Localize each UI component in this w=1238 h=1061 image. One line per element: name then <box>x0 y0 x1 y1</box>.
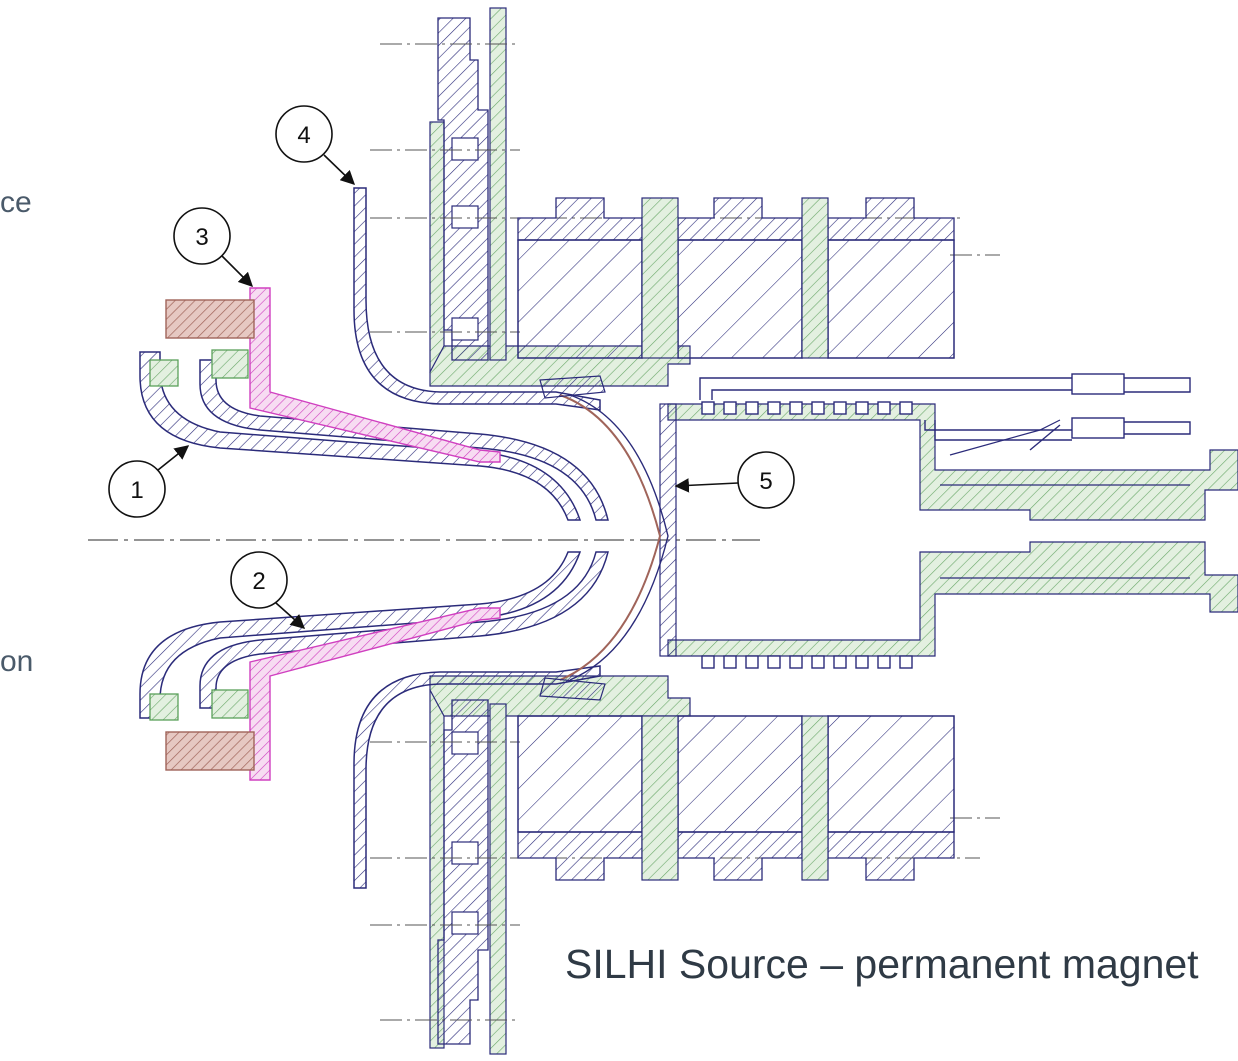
callout-1: 1 <box>108 445 190 518</box>
callout-5-label: 5 <box>759 468 772 495</box>
callout-5: 5 <box>674 451 795 509</box>
rf-coil-windings-top <box>701 401 913 415</box>
callout-3-label: 3 <box>195 224 208 251</box>
mounting-blocks <box>149 299 255 771</box>
callout-2-label: 2 <box>252 568 265 595</box>
magnet-blocks-bottom <box>517 715 955 881</box>
extraction-electrode-2 <box>199 359 609 709</box>
plasma-chamber <box>659 403 1238 657</box>
left-edge-text-bottom: on <box>0 645 34 678</box>
callout-3: 3 <box>173 207 254 288</box>
callout-2: 2 <box>230 551 306 629</box>
cooling-tubes <box>699 373 1191 456</box>
left-edge-text-top: ce <box>0 186 32 219</box>
callout-1-label: 1 <box>130 477 143 504</box>
magnet-blocks-top <box>517 197 955 359</box>
rf-coil-windings-bottom <box>701 655 913 669</box>
callout-4: 4 <box>275 105 356 186</box>
intermediate-electrode <box>539 375 669 701</box>
outer-flange <box>437 17 489 1045</box>
callout-4-label: 4 <box>297 122 310 149</box>
plasma-electrode <box>353 187 601 889</box>
figure-caption: SILHI Source – permanent magnet <box>565 941 1199 987</box>
extraction-electrode-1 <box>139 351 582 719</box>
magenta-insulator <box>249 287 501 781</box>
